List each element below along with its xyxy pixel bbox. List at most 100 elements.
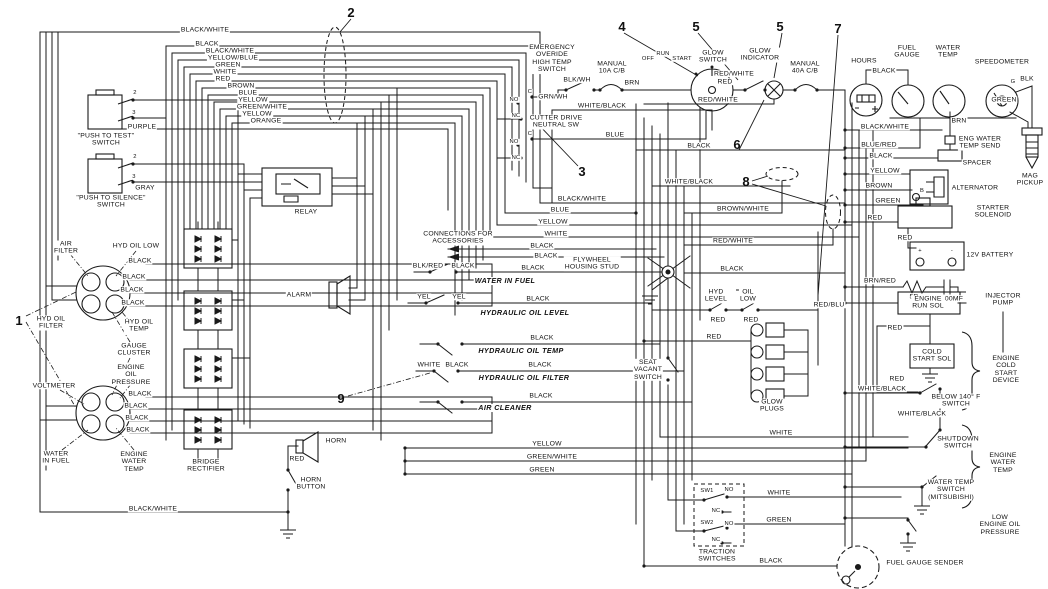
flywheel-housing-stud bbox=[661, 265, 675, 279]
black-label: BLACK bbox=[520, 264, 546, 272]
speedometer-label: SPEEDOMETER bbox=[973, 58, 1031, 66]
blk-wh-label: BLK/WH bbox=[562, 76, 592, 84]
green-label: GREEN bbox=[874, 197, 902, 205]
oil-low-label: OIL LOW bbox=[738, 288, 758, 304]
purple-label: PURPLE bbox=[126, 123, 158, 131]
blue-label: BLUE bbox=[237, 89, 259, 97]
no-label: NO bbox=[508, 96, 520, 104]
green-label: GREEN bbox=[214, 61, 242, 69]
label-label: + bbox=[917, 247, 923, 255]
yellow-label: YELLOW bbox=[537, 218, 569, 226]
red-label: RED bbox=[888, 375, 906, 383]
hydraulic-oil-temp-label: HYDRAULIC OIL TEMP bbox=[477, 346, 565, 356]
black-label: BLACK bbox=[124, 414, 150, 422]
grn-wh-label: GRN/WH bbox=[537, 93, 569, 101]
black-label: BLACK bbox=[719, 265, 745, 273]
hyd-oil-filter-label: HYD OIL FILTER bbox=[35, 315, 67, 331]
engine-run-sol-label: ENGINE RUN SOL bbox=[911, 295, 945, 311]
3-label: 3 bbox=[131, 109, 137, 117]
nc-label: NC bbox=[710, 536, 722, 544]
black-white-label: BLACK/WHITE bbox=[859, 123, 911, 131]
fuel-gauge-sender-label: FUEL GAUGE SENDER bbox=[885, 559, 965, 567]
brown-white-label: BROWN/WHITE bbox=[715, 205, 771, 213]
red-white-label: RED/WHITE bbox=[713, 70, 755, 78]
6-label: 6 bbox=[733, 136, 741, 152]
black-white-label: BLACK/WHITE bbox=[204, 47, 256, 55]
black-label: BLACK bbox=[127, 390, 153, 398]
white-black-label: WHITE/BLACK bbox=[896, 410, 948, 418]
blue-label: BLUE bbox=[549, 206, 571, 214]
red-label: RED bbox=[866, 214, 884, 222]
2-label: 2 bbox=[132, 153, 138, 161]
glow-plugs-label: GLOW PLUGS bbox=[758, 398, 786, 414]
brn-label: BRN bbox=[950, 117, 968, 125]
water-temp-gauge bbox=[932, 84, 966, 118]
5-label: 5 bbox=[776, 18, 784, 34]
c-label: C bbox=[526, 130, 534, 138]
green-white-label: GREEN/WHITE bbox=[525, 453, 579, 461]
yellow-label: YELLOW bbox=[237, 96, 269, 104]
relay-label: RELAY bbox=[293, 208, 319, 216]
yel-label: YEL bbox=[451, 293, 467, 301]
black-white-label: BLACK/WHITE bbox=[127, 505, 179, 513]
red-label: RED bbox=[742, 316, 760, 324]
starter-solenoid-label: STARTER SOLENOID bbox=[965, 204, 1021, 220]
black-label: BLACK bbox=[529, 334, 555, 342]
orange-label: ORANGE bbox=[249, 117, 283, 125]
green-label: GREEN bbox=[990, 96, 1018, 104]
alternator-label: ALTERNATOR bbox=[950, 184, 1000, 192]
red-label: RED bbox=[709, 316, 727, 324]
voltmeter-label: VOLTMETER bbox=[31, 382, 77, 390]
white-black-label: WHITE/BLACK bbox=[856, 385, 908, 393]
gray-label: GRAY bbox=[134, 184, 156, 192]
off-label: OFF bbox=[640, 55, 656, 63]
yellow-label: YELLOW bbox=[531, 440, 563, 448]
engine-oil-pressure-label: ENGINE OIL PRESSURE bbox=[110, 363, 152, 387]
white-label: WHITE bbox=[766, 489, 792, 497]
green-label: GREEN bbox=[765, 516, 793, 524]
traction-switches-box bbox=[693, 483, 745, 547]
white-label: WHITE bbox=[768, 429, 794, 437]
push-to-test-switch bbox=[87, 89, 134, 130]
black-label: BLACK bbox=[127, 257, 153, 265]
blue-red-label: BLUE/RED bbox=[860, 141, 898, 149]
key-switch bbox=[690, 68, 734, 112]
injector-pump-label: INJECTOR PUMP bbox=[984, 292, 1022, 308]
bridge-rectifier-label: BRIDGE RECTIFIER bbox=[186, 458, 226, 474]
glow-indicator-label: GLOW INDICATOR bbox=[739, 47, 781, 63]
manual-40a-c-b-label: MANUAL 40A C/B bbox=[789, 60, 821, 76]
2-label: 2 bbox=[132, 89, 138, 97]
sw1-label: SW1 bbox=[699, 487, 715, 495]
brown-label: BROWN bbox=[226, 82, 256, 90]
mag-pickup-label: MAG PICKUP bbox=[1015, 172, 1045, 188]
label-label: - bbox=[949, 247, 955, 255]
red-label: RED bbox=[716, 78, 734, 86]
black-label: BLACK bbox=[868, 152, 894, 160]
air-filter-label: AIR FILTER bbox=[52, 240, 80, 256]
cold-start-sol-label: COLD START SOL bbox=[911, 348, 953, 364]
manual-10a-c-b-label: MANUAL 10A C/B bbox=[596, 60, 628, 76]
black-label: BLACK bbox=[119, 286, 145, 294]
black-label: BLACK bbox=[121, 273, 147, 281]
black-label: BLACK bbox=[533, 252, 559, 260]
spacer-label: SPACER bbox=[961, 159, 993, 167]
eng-water-temp-send-label: ENG WATER TEMP SEND bbox=[957, 135, 1003, 151]
3-label: 3 bbox=[131, 173, 137, 181]
nc-label: NC bbox=[710, 507, 722, 515]
engine-water-temp-label: ENGINE WATER TEMP bbox=[119, 450, 149, 474]
black-label: BLACK bbox=[125, 426, 151, 434]
mag-pickup bbox=[1021, 127, 1043, 170]
red-white-label: RED/WHITE bbox=[712, 237, 754, 245]
black-label: BLACK bbox=[527, 361, 553, 369]
gauge-cluster bbox=[75, 265, 131, 441]
fuel-gauge-sender bbox=[836, 545, 880, 589]
callout-ellipses bbox=[323, 26, 841, 547]
black-label: BLACK bbox=[450, 262, 476, 270]
glow-switch-label: GLOW SWITCH bbox=[697, 49, 729, 65]
4-label: 4 bbox=[618, 18, 626, 34]
horn-speaker bbox=[295, 431, 319, 463]
red-label: RED bbox=[886, 324, 904, 332]
fuel-gauge-label: FUEL GAUGE bbox=[893, 44, 921, 60]
engine-cold-start-device-label: ENGINE COLD START DEVICE bbox=[985, 355, 1027, 385]
